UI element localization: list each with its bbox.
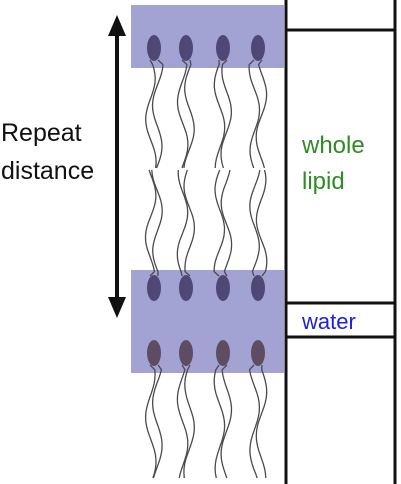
lipid-tail [248,59,261,169]
lipid-head-icon [216,275,230,301]
lipid-tail [213,169,226,277]
lipid-tail [220,169,233,277]
lipid-head-icon [147,275,161,301]
whole-lipid-label-line2: lipid [302,168,345,195]
lipid-tail [145,59,157,169]
lipid-tail [249,169,261,277]
lipid-heads [147,35,265,366]
repeat-distance-arrow-icon [108,15,126,318]
lipid-head-icon [216,35,230,61]
lipid-head-icon [147,35,161,61]
lipid-tails [144,59,268,479]
whole-lipid-label: whole lipid [302,132,365,204]
lipid-tail [151,59,164,169]
repeat-distance-label-line1: Repeat [1,119,82,147]
lipid-tail [151,169,163,276]
lipid-tail [255,169,268,277]
scale-bracket [284,0,397,484]
lipid-tail [176,169,189,277]
lipid-head-icon [251,35,265,61]
lipid-tail [255,364,268,479]
lipid-tail [183,364,195,479]
lipid-tail [255,59,268,169]
lipid-tail [213,59,226,169]
lipid-tail [213,364,226,479]
lipid-tail [220,59,233,169]
water-label: water [302,309,356,334]
lipid-tail [183,59,195,169]
lipid-head-icon [251,275,265,301]
lipid-head-icon [147,340,161,366]
lipid-head-icon [179,275,193,301]
repeat-distance-label: Repeat distance [1,118,94,194]
lipid-head-icon [179,35,193,61]
lipid-head-icon [179,340,193,366]
whole-lipid-label-line1: whole [302,132,365,159]
lipid-tail [183,169,196,277]
lipid-tail [220,364,233,479]
lipid-tail [176,364,189,479]
lipid-tail [176,59,189,169]
repeat-distance-label-line2: distance [1,157,95,185]
lipid-tail [248,364,261,479]
lipid-head-icon [216,340,230,366]
lipid-head-icon [251,340,265,366]
lipid-tail [144,364,157,479]
lipid-tail [151,364,163,479]
lipid-tail [144,169,157,277]
